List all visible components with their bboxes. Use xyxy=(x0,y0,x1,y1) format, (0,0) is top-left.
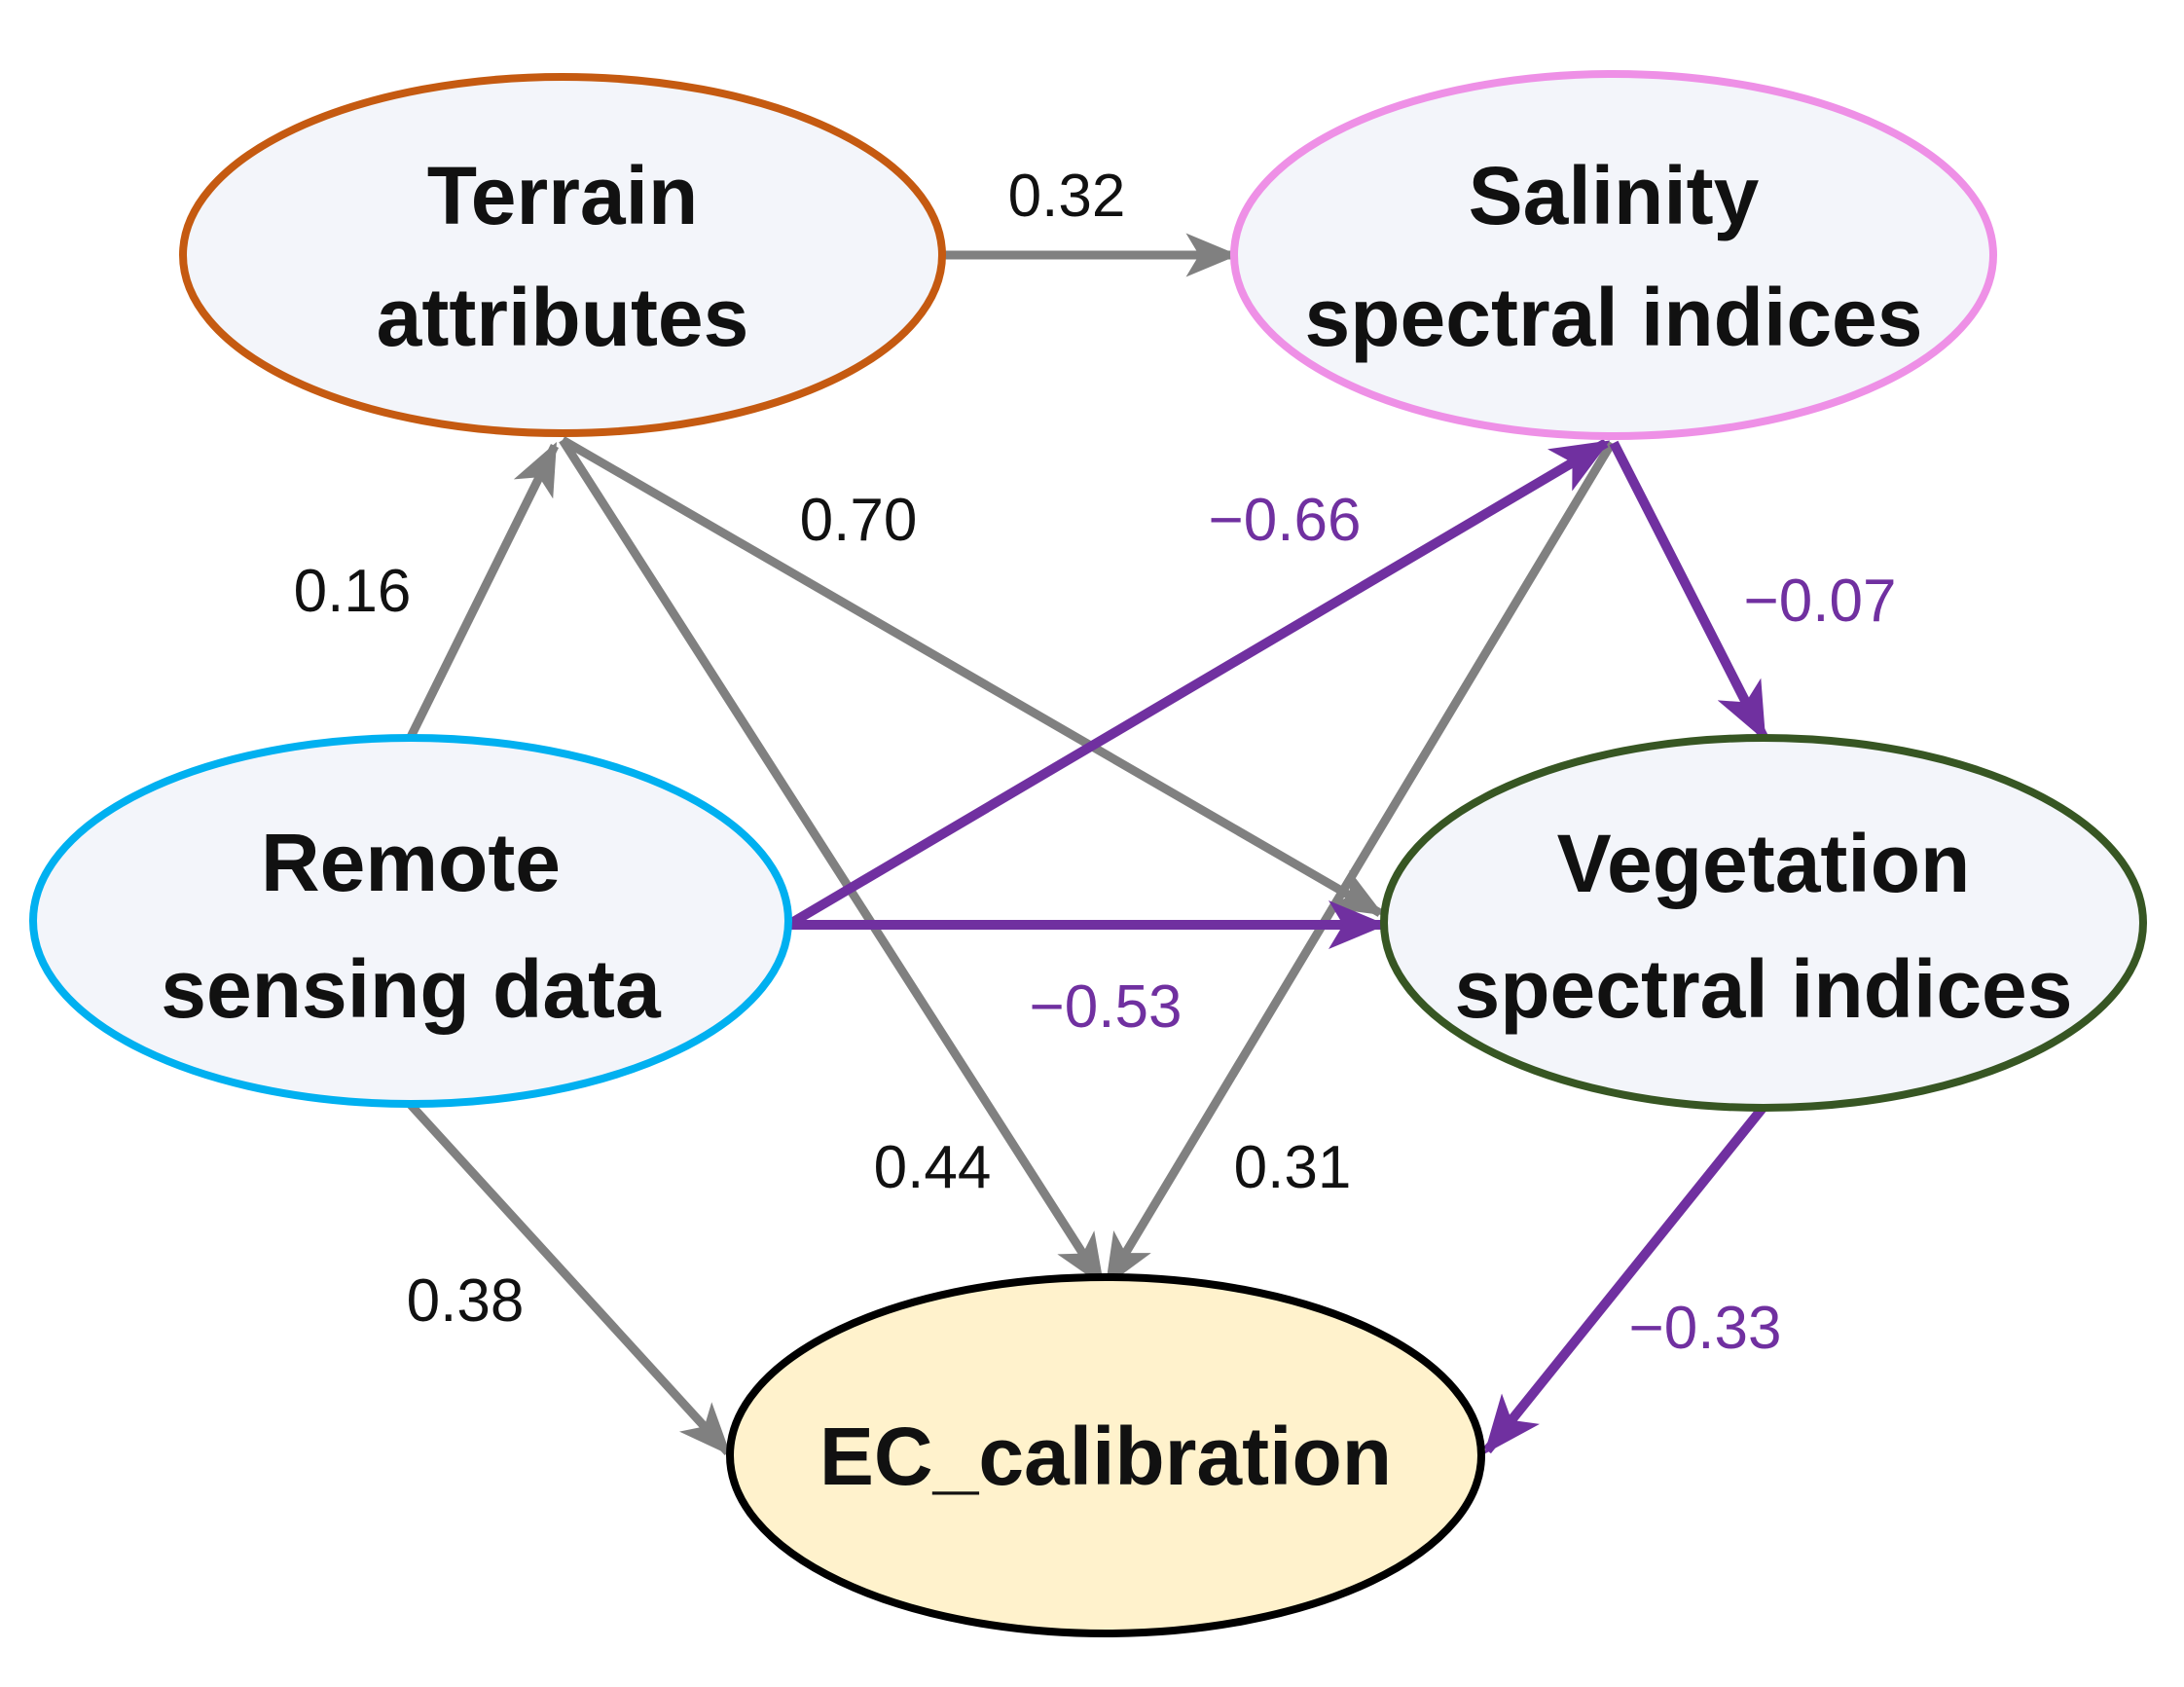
node-salinity-line1: Salinity xyxy=(1469,150,1760,241)
edge-salinity-ec xyxy=(1104,440,1616,1287)
coef-remote-salinity: −0.66 xyxy=(1209,487,1362,554)
edge-remote-salinity xyxy=(785,438,1611,930)
edge-labels: 0.32 0.16 0.70 −0.66 −0.07 −0.53 0.44 0.… xyxy=(294,163,1897,1362)
coef-salinity-ec: 0.31 xyxy=(1234,1134,1352,1201)
node-vegetation-spectral-indices: Vegetation spectral indices xyxy=(1380,734,2147,1112)
node-remote-line2: sensing data xyxy=(161,943,662,1035)
coef-remote-ec: 0.38 xyxy=(407,1267,525,1335)
node-vegetation-shape xyxy=(1380,734,2147,1112)
node-terrain-line2: attributes xyxy=(377,272,749,363)
coef-salinity-vegetation: −0.07 xyxy=(1744,568,1897,635)
node-terrain-line1: Terrain xyxy=(427,150,699,241)
edge-remote-terrain xyxy=(406,441,560,739)
coef-terrain-salinity: 0.32 xyxy=(1008,163,1126,230)
edge-remote-ec xyxy=(407,1101,732,1456)
node-vegetation-line2: spectral indices xyxy=(1455,943,2073,1035)
edge-terrain-vegetation xyxy=(560,436,1384,917)
node-salinity-shape xyxy=(1230,70,1997,440)
node-vegetation-line1: Vegetation xyxy=(1557,818,1971,909)
edge-terrain-ec xyxy=(559,437,1106,1287)
node-terrain-shape xyxy=(179,73,946,437)
node-remote-sensing-data: Remote sensing data xyxy=(29,734,792,1108)
node-ec-shape xyxy=(726,1273,1485,1637)
edge-vegetation-ec xyxy=(1483,1103,1767,1454)
coef-vegetation-ec: −0.33 xyxy=(1629,1295,1782,1362)
edges xyxy=(406,233,1768,1456)
node-terrain-attributes: Terrain attributes xyxy=(179,73,946,437)
node-remote-shape xyxy=(29,734,792,1108)
coef-remote-terrain: 0.16 xyxy=(294,558,412,625)
coef-terrain-vegetation: 0.70 xyxy=(800,487,918,554)
coef-terrain-ec: 0.44 xyxy=(874,1134,992,1201)
node-salinity-spectral-indices: Salinity spectral indices xyxy=(1230,70,1997,440)
node-salinity-line2: spectral indices xyxy=(1305,272,1923,363)
coef-remote-vegetation: −0.53 xyxy=(1030,973,1183,1041)
edge-salinity-vegetation xyxy=(1609,440,1768,742)
node-ec-label: EC_calibration xyxy=(819,1411,1392,1502)
node-remote-line1: Remote xyxy=(261,817,561,908)
node-ec-calibration: EC_calibration xyxy=(726,1273,1485,1637)
